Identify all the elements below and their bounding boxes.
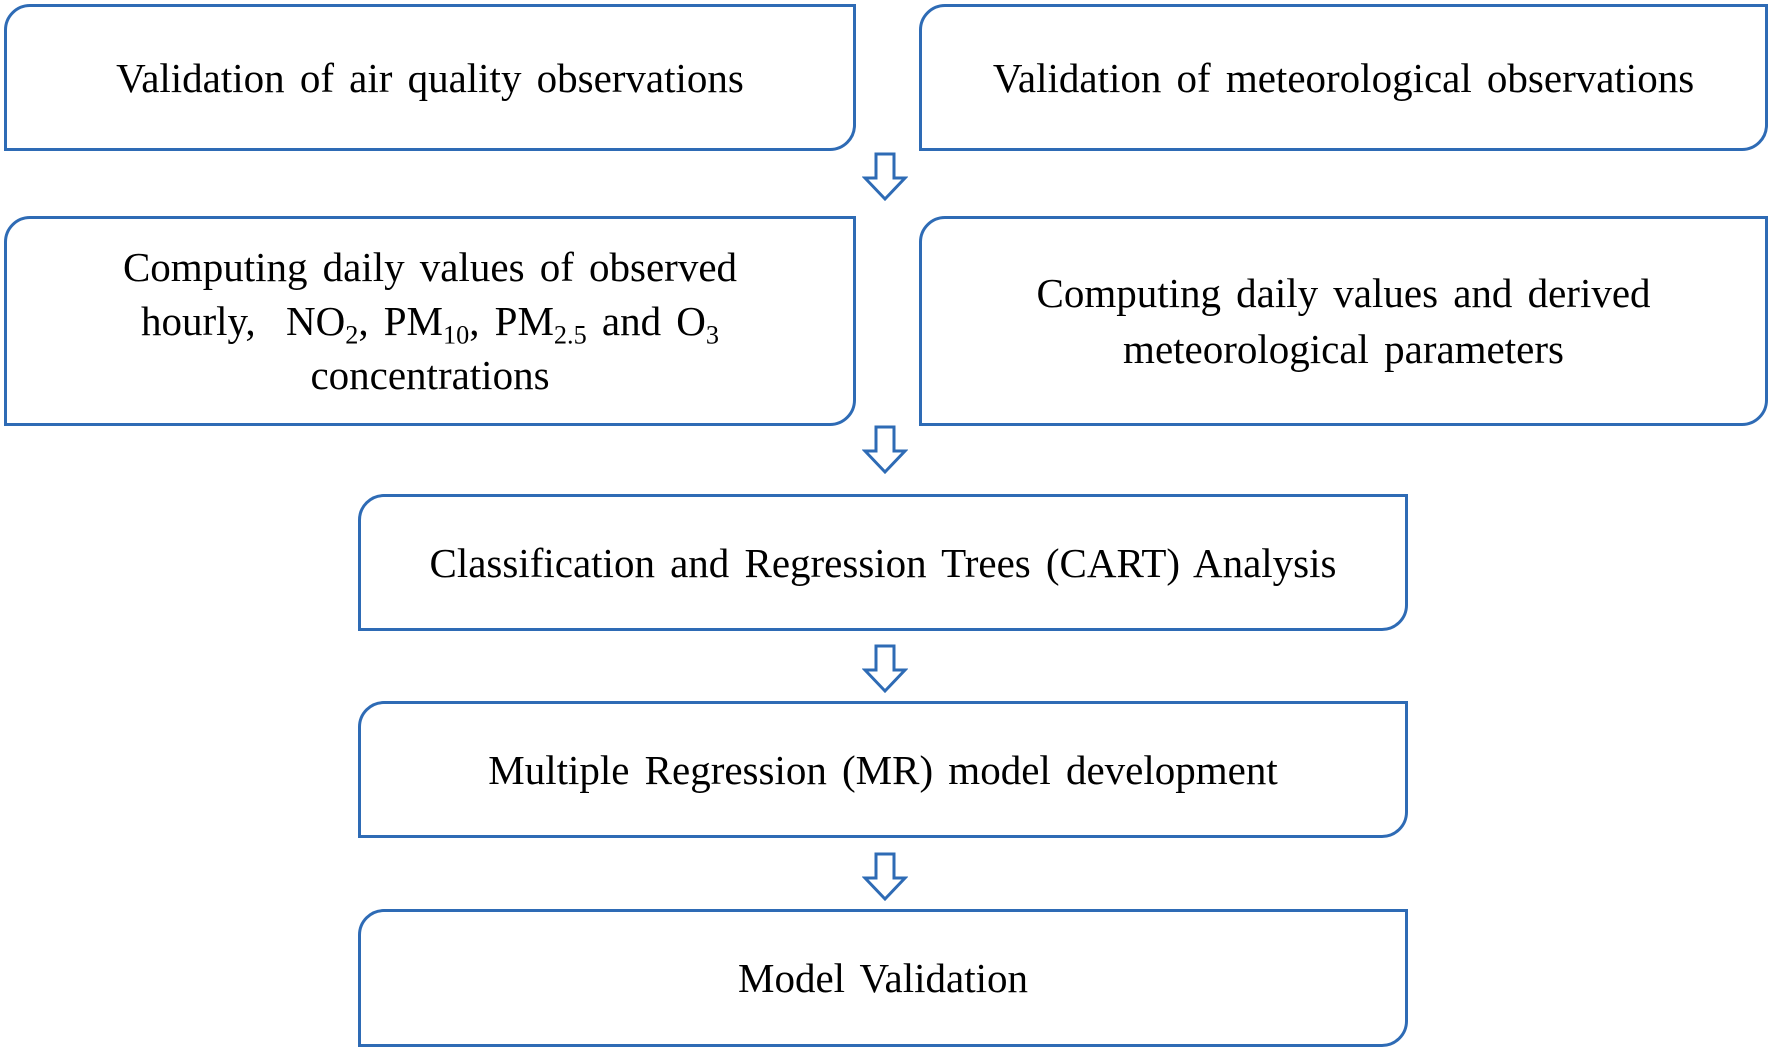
box-air-quality-validation: Validation of air quality observations — [4, 4, 856, 151]
met-daily-line-1: Computing daily values and derived — [1036, 270, 1651, 316]
o3-label: O3 — [676, 298, 719, 350]
aq-daily-line-1: Computing daily values of observed — [122, 244, 738, 290]
box-cart-analysis-text: Classification and Regression Trees (CAR… — [429, 539, 1337, 586]
box-meteorological-daily-values-text: Computing daily values and derived meteo… — [1036, 265, 1650, 377]
box-air-quality-daily-values: Computing daily values of observed hourl… — [4, 216, 856, 426]
aq-daily-line-2: hourly, NO2, PM10, PM2.5 and O3 — [140, 298, 719, 350]
arrow-down-icon — [862, 425, 908, 475]
pm10-label: PM10 — [383, 298, 470, 350]
box-mr-model-development: Multiple Regression (MR) model developme… — [358, 701, 1408, 838]
aq-daily-line-3: concentrations — [310, 352, 550, 398]
box-air-quality-validation-text: Validation of air quality observations — [116, 54, 744, 101]
box-mr-model-development-text: Multiple Regression (MR) model developme… — [488, 746, 1278, 793]
box-model-validation-text: Model Validation — [738, 955, 1028, 1001]
no2-label: NO2 — [285, 298, 359, 350]
arrow-down-icon — [862, 152, 908, 202]
box-model-validation: Model Validation — [358, 909, 1408, 1047]
box-air-quality-daily-values-text: Computing daily values of observed hourl… — [123, 240, 737, 402]
aq-daily-and: and — [601, 298, 662, 344]
met-daily-line-2: meteorological parameters — [1123, 326, 1564, 372]
box-meteorological-daily-values: Computing daily values and derived meteo… — [919, 216, 1768, 426]
arrow-down-icon — [862, 852, 908, 902]
pm25-label: PM2.5 — [494, 298, 587, 350]
box-cart-analysis: Classification and Regression Trees (CAR… — [358, 494, 1408, 631]
aq-daily-hourly: hourly, — [140, 298, 256, 344]
arrow-down-icon — [862, 644, 908, 694]
box-meteorological-validation-text: Validation of meteorological observation… — [992, 54, 1695, 101]
box-meteorological-validation: Validation of meteorological observation… — [919, 4, 1768, 151]
